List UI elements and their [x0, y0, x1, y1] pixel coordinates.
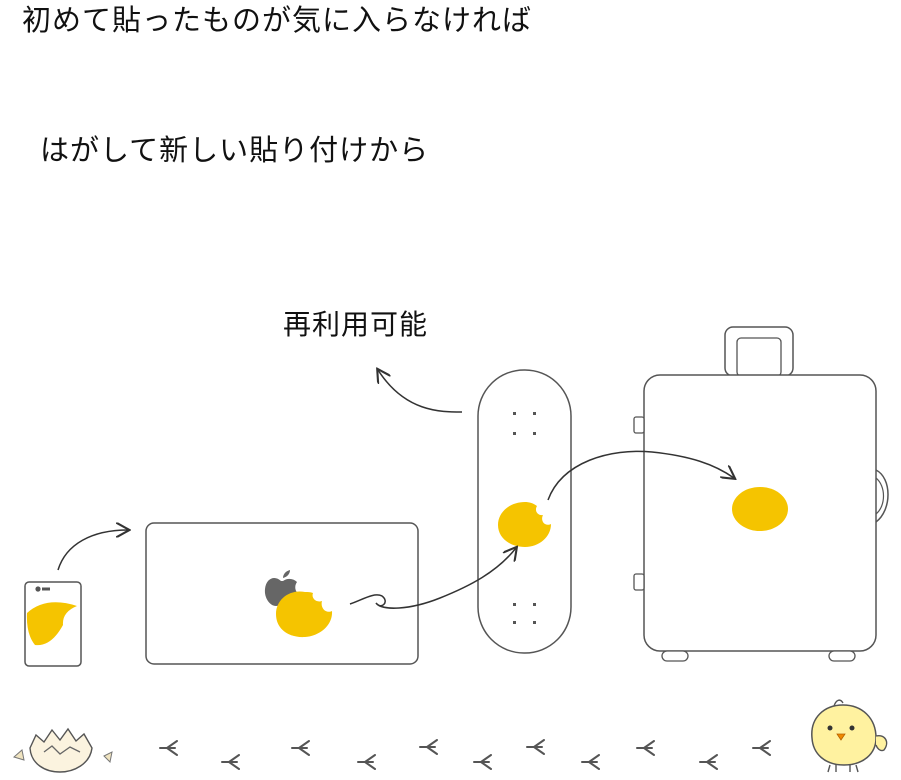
- footprint-icon: [291, 740, 310, 756]
- phone-sticker: [26, 602, 77, 646]
- footprint-icon: [526, 739, 545, 755]
- footprint-icon: [473, 754, 492, 770]
- chick-icon: [811, 699, 888, 773]
- footprint-icon: [159, 740, 178, 756]
- suitcase-icon: [633, 326, 889, 662]
- skateboard-sticker: [498, 502, 551, 547]
- suitcase-sticker: [732, 487, 788, 531]
- reusable-label: 再利用可能: [283, 308, 429, 341]
- arrow-skateboard-to-suitcase: [547, 450, 734, 501]
- laptop-icon: [145, 522, 419, 665]
- skateboard-icon: [477, 369, 572, 654]
- laptop-sticker: [276, 591, 333, 638]
- footprint-icon: [357, 754, 376, 770]
- footprints: [159, 739, 771, 770]
- footprint-icon: [699, 754, 718, 770]
- arrow-reuse: [378, 370, 463, 413]
- footprint-icon: [752, 740, 771, 756]
- arrow-laptop-to-skateboard: [349, 548, 516, 609]
- caption-line-2: はがして新しい貼り付けから: [40, 133, 430, 167]
- footprint-icon: [636, 740, 655, 756]
- caption-line-1: 初めて貼ったものが気に入らなければ: [22, 3, 533, 37]
- footprint-icon: [581, 754, 600, 770]
- footprint-icon: [221, 754, 240, 770]
- arrow-phone-to-laptop: [57, 530, 128, 571]
- footprint-icon: [419, 739, 438, 755]
- arrows: [57, 370, 734, 609]
- phone-icon: [24, 581, 82, 667]
- egg-shell-icon: [12, 727, 113, 773]
